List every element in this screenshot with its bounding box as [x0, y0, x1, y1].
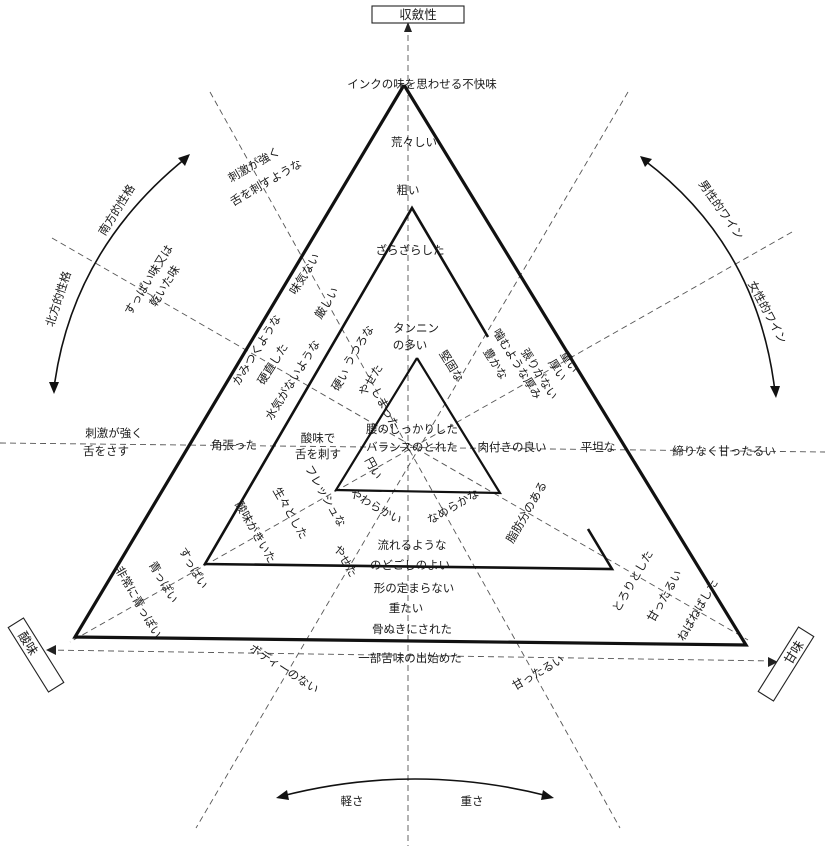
arrow-left-icon: [46, 645, 56, 655]
arrow-top-icon: [404, 22, 412, 32]
term-heitan: 平坦な: [581, 440, 616, 454]
triangles: [72, 84, 749, 647]
term-fresh: フレッシュな: [302, 463, 349, 530]
term-tannin1: タンニン: [393, 321, 439, 335]
left-arc: [53, 157, 187, 389]
axis-right-down: [69, 231, 793, 643]
left-arc-top-arrow-icon: [178, 154, 190, 166]
term-yaseta2: やせた: [331, 543, 360, 580]
term-marui: 円い: [362, 455, 385, 482]
pole-top: 収斂性: [371, 5, 465, 24]
term-shigeki3: 刺激が強く: [85, 426, 143, 440]
term-aokusai: 青っぽい: [146, 559, 181, 606]
term-zara: ざらざらした: [376, 243, 445, 257]
axis-diagonal-b: [195, 91, 629, 829]
term-nebaneba: ねばねばした: [674, 577, 721, 644]
left-arc-bottom-arrow-icon: [49, 382, 59, 394]
term-ikiiki: 生々とした: [270, 485, 311, 542]
term-sanmi-kiki: 酸味がきいた: [232, 499, 279, 566]
term-ichibu: 一部苦味の出始めた: [358, 651, 462, 665]
outer-arcs: [49, 154, 780, 800]
term-sanmi2: 舌を刺す: [295, 447, 341, 461]
term-ink: インクの味を思わせる不快味: [347, 77, 497, 91]
terms-horizontal: 刺激が強く 舌をさす 角張った 酸味で 舌を刺す 腰のしっかりした バランスのと…: [83, 422, 776, 461]
pole-top-label: 収斂性: [399, 7, 437, 22]
arrow-right-icon: [768, 657, 778, 667]
pole-left: 酸味: [7, 617, 65, 693]
terms-upper-left: 刺激が強く 舌を刺すような すっぱい味又は 乾いた味 味気ない 厳しい かみつく…: [121, 144, 402, 431]
terms-vertical-top: インクの味を思わせる不快味 荒々しい 粗い ざらざらした タンニン の多い: [347, 77, 497, 352]
pole-top-box: [371, 5, 465, 24]
term-shigeki4: 舌をさす: [83, 444, 129, 458]
label-masculine: 男性的ワイン: [696, 177, 747, 242]
axis-left-down: [51, 237, 749, 641]
term-mizuke: 水気がないような: [262, 337, 323, 422]
term-tannin2: の多い: [393, 338, 428, 352]
term-katachi: 形の定まらない: [374, 581, 455, 595]
axis-arrowheads: [46, 22, 778, 667]
outer-triangle: [72, 84, 749, 647]
pole-left-box: [7, 617, 65, 693]
term-toroori: とろりとした: [609, 548, 656, 615]
term-utsuro: うつろな: [340, 323, 376, 369]
term-arai2: 粗い: [397, 183, 420, 197]
term-sanmi1: 酸味で: [301, 431, 336, 445]
pole-right: 甘味: [757, 626, 815, 702]
term-nodogoshi: のどごしのよい: [370, 558, 450, 572]
terms-vertical-bottom: やわらかい なめらかな 流れるような のどごしのよい 形の定まらない 重たい 骨…: [348, 486, 482, 665]
term-honenuki: 骨ぬきにされた: [372, 622, 452, 636]
right-arc-top-arrow-icon: [640, 156, 652, 167]
middle-triangle: [202, 205, 615, 571]
bottom-arc-right-arrow-icon: [541, 790, 554, 800]
term-koshi: 腰のしっかりした: [366, 422, 458, 436]
bottom-arc-left-arrow-icon: [276, 790, 289, 800]
term-body: ボディーのない: [247, 641, 321, 696]
term-arai: 荒々しい: [391, 135, 437, 149]
term-kengo: 堅固な: [436, 348, 466, 385]
right-arc: [643, 159, 776, 393]
right-arc-bottom-arrow-icon: [770, 386, 780, 398]
inner-triangle: [334, 357, 502, 495]
label-feminine: 女性的ワイン: [745, 278, 790, 345]
bottom-arc: [281, 778, 549, 797]
term-omotai: 重たい: [389, 601, 424, 615]
term-suppai3: すっぱい: [176, 545, 211, 591]
term-amattarui2: 甘ったるい: [510, 652, 567, 693]
term-shimari: 締りなく甘ったるい: [672, 444, 776, 458]
term-amattarui1: 甘ったるい: [644, 568, 685, 625]
dashed-axes: [0, 25, 825, 846]
label-light: 軽さ: [341, 794, 364, 808]
terms-lower-right: 脂肪分のある とろりとした 甘ったるい ねばねばした 甘ったるい: [503, 479, 721, 693]
term-yawaraka: やわらかい: [348, 486, 405, 527]
term-balance: バランスのとれた: [366, 440, 458, 454]
term-kakubatta: 角張った: [211, 438, 257, 452]
pole-right-box: [757, 626, 815, 702]
term-katai: 硬い: [329, 366, 353, 393]
term-shiboubun: 脂肪分のある: [503, 479, 550, 546]
label-heavy: 重さ: [461, 794, 484, 808]
term-kibishii: 厳しい: [312, 285, 342, 322]
axis-horizontal: [0, 442, 825, 453]
axis-diagonal-a: [209, 91, 621, 829]
term-nikuzuki: 肉付きの良い: [478, 440, 547, 454]
term-nagareru: 流れるような: [378, 538, 447, 552]
axis-acid-sweet: [47, 649, 776, 662]
